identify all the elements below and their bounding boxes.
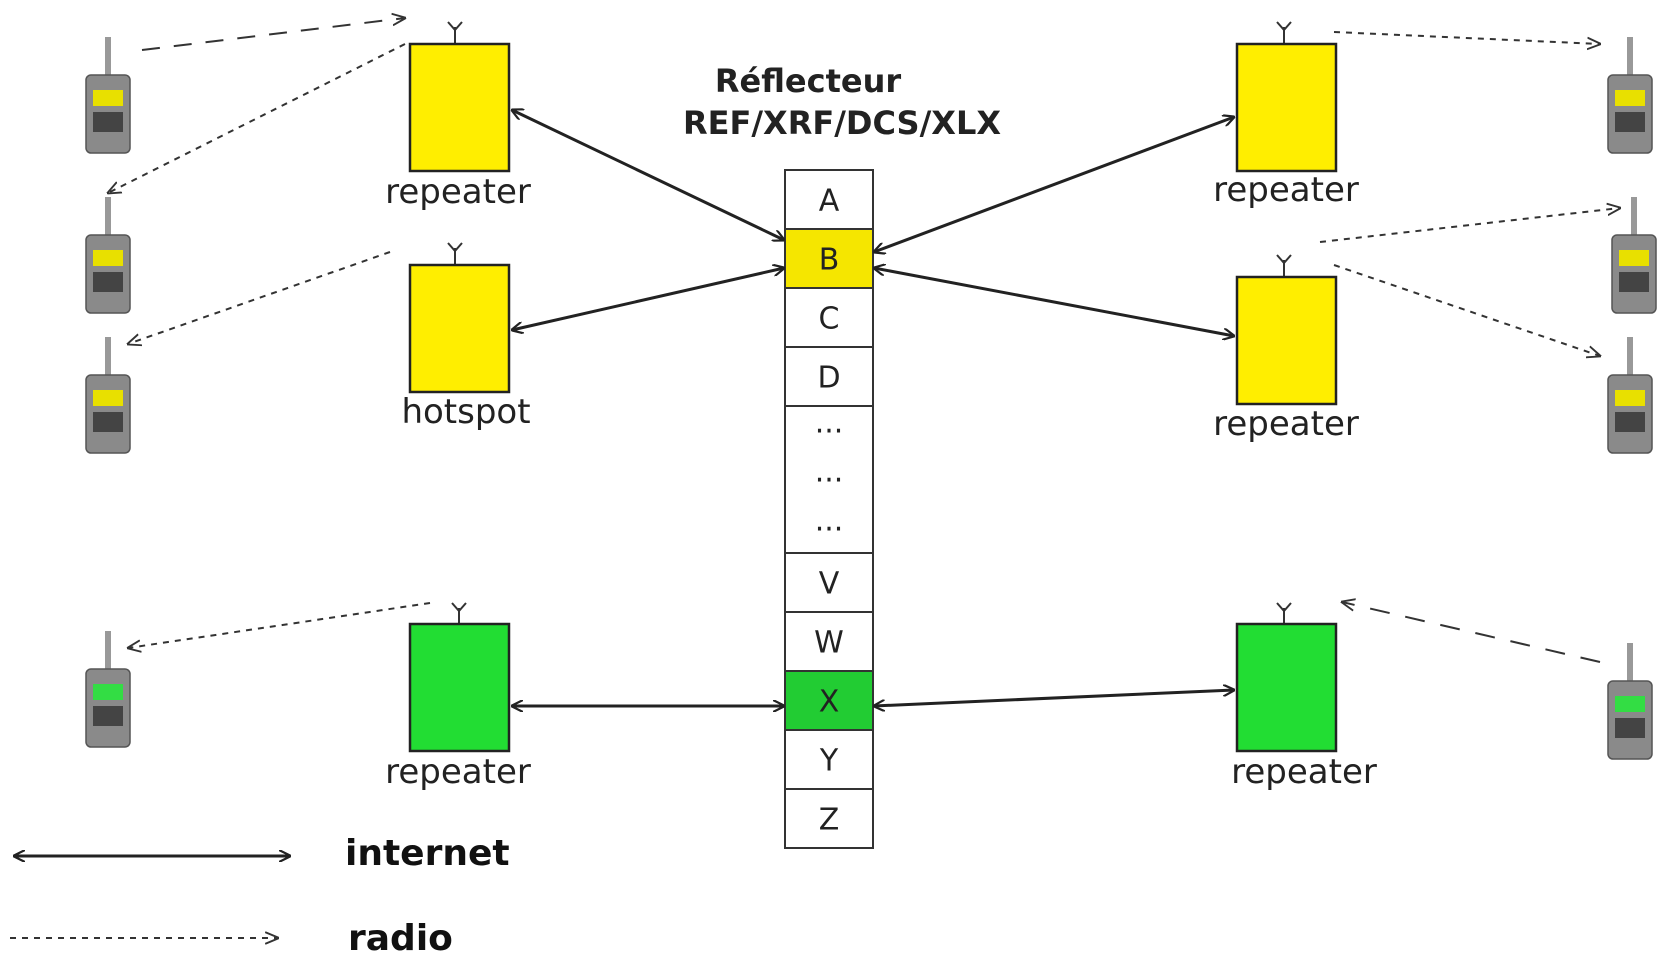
node-label: repeater bbox=[385, 752, 531, 792]
repeater-box bbox=[1235, 275, 1338, 406]
node-hotspot: hotspot bbox=[401, 242, 531, 432]
module-cell-label: B bbox=[819, 243, 840, 278]
legend: internet radio bbox=[10, 833, 510, 954]
link-hs-b bbox=[512, 268, 784, 330]
module-cell-label: A bbox=[819, 184, 840, 219]
radio-link bbox=[128, 602, 431, 648]
handheld-radio-icon bbox=[1607, 336, 1653, 454]
module-cell-label: Y bbox=[819, 744, 839, 779]
node-label: hotspot bbox=[401, 392, 530, 432]
handheld-radio-icon bbox=[85, 36, 131, 154]
radio-link bbox=[1342, 602, 1601, 663]
radio-link bbox=[1319, 208, 1620, 243]
node-repeater-bottom-right: repeater bbox=[1231, 602, 1377, 792]
module-cell-label: C bbox=[819, 302, 840, 337]
reflector-title: Réflecteur bbox=[715, 62, 902, 100]
module-highlight-b bbox=[784, 228, 874, 289]
radio-link bbox=[1333, 31, 1600, 44]
legend-radio-label: radio bbox=[348, 918, 453, 954]
module-cell-label: ... bbox=[815, 406, 844, 441]
handheld-radio-icon bbox=[85, 630, 131, 748]
repeater-box bbox=[1235, 42, 1338, 173]
radio-link bbox=[1333, 264, 1600, 356]
handheld-radio-icon bbox=[1611, 196, 1657, 314]
link-x-br bbox=[874, 690, 1234, 706]
module-cell-label: D bbox=[817, 361, 840, 396]
handheld-radio-icon bbox=[1607, 36, 1653, 154]
repeater-box bbox=[408, 42, 511, 173]
radio-link bbox=[128, 251, 391, 344]
radio-link bbox=[141, 18, 405, 51]
node-label: repeater bbox=[1231, 752, 1377, 792]
module-cell-label: ... bbox=[815, 455, 844, 490]
reflector-subtitle: REF/XRF/DCS/XLX bbox=[683, 104, 1001, 142]
node-repeater-bottom-left: repeater bbox=[385, 602, 531, 792]
node-label: repeater bbox=[1213, 404, 1359, 444]
handheld-radio-icon bbox=[85, 336, 131, 454]
node-label: repeater bbox=[1213, 170, 1359, 210]
node-repeater-top-right: repeater bbox=[1213, 21, 1359, 210]
link-b-mr bbox=[874, 268, 1234, 336]
legend-internet-label: internet bbox=[345, 833, 510, 874]
module-cell-label: Z bbox=[819, 803, 840, 838]
module-cell-label: ... bbox=[815, 504, 844, 539]
radio-links bbox=[108, 18, 1620, 663]
handheld-radio-icon bbox=[85, 196, 131, 314]
repeater-box bbox=[408, 622, 511, 753]
repeater-box bbox=[1235, 622, 1338, 753]
internet-links bbox=[512, 110, 1234, 706]
node-label: repeater bbox=[385, 172, 531, 212]
handheld-radio-icon bbox=[1607, 642, 1653, 760]
radio-link bbox=[108, 43, 406, 193]
node-repeater-mid-right: repeater bbox=[1213, 254, 1359, 444]
link-b-tr bbox=[874, 117, 1234, 252]
link-tl-b bbox=[512, 110, 784, 240]
hotspot-box bbox=[408, 263, 511, 394]
module-cell-label: X bbox=[819, 685, 840, 720]
node-repeater-top-left: repeater bbox=[385, 21, 531, 212]
module-cell-label: W bbox=[814, 626, 844, 661]
module-cell-label: V bbox=[819, 567, 840, 602]
